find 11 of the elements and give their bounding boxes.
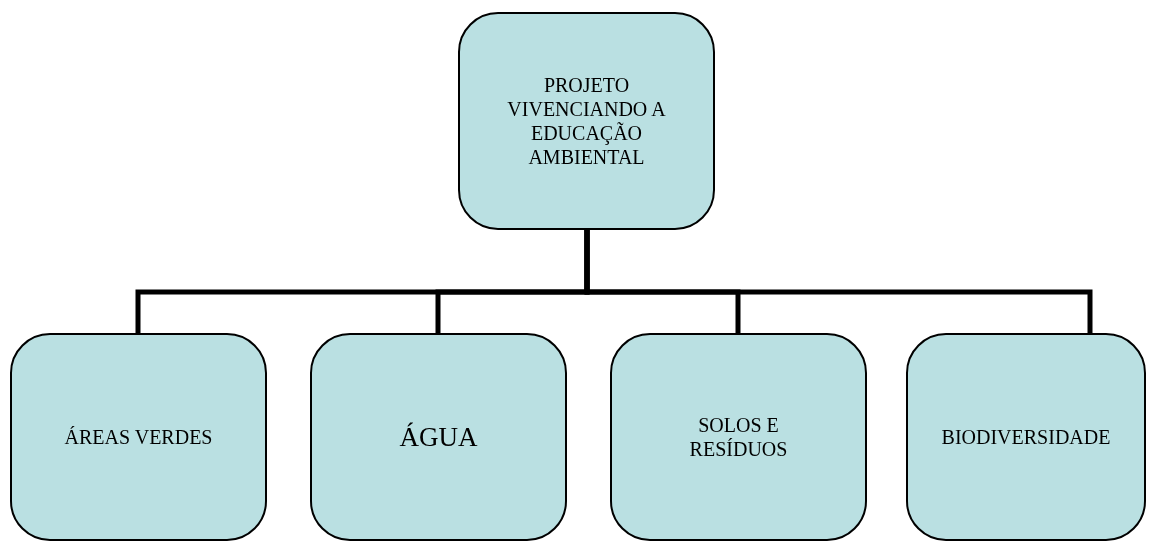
topic-label: ÁREAS VERDES: [64, 425, 213, 449]
topic-box: [906, 333, 1146, 541]
topic-box: [310, 333, 567, 541]
topic-box: [10, 333, 267, 541]
topic-label: SOLOS E RESÍDUOS: [688, 413, 789, 461]
connector-line: [584, 230, 1093, 333]
topic-label: BIODIVERSIDADE: [941, 425, 1111, 449]
topic-box: [458, 12, 715, 230]
topic-label: PROJETO VIVENCIANDO A EDUCAÇÃO AMBIENTAL: [506, 73, 667, 169]
topic-box: [610, 333, 867, 541]
topic-label: ÁGUA: [399, 420, 478, 454]
